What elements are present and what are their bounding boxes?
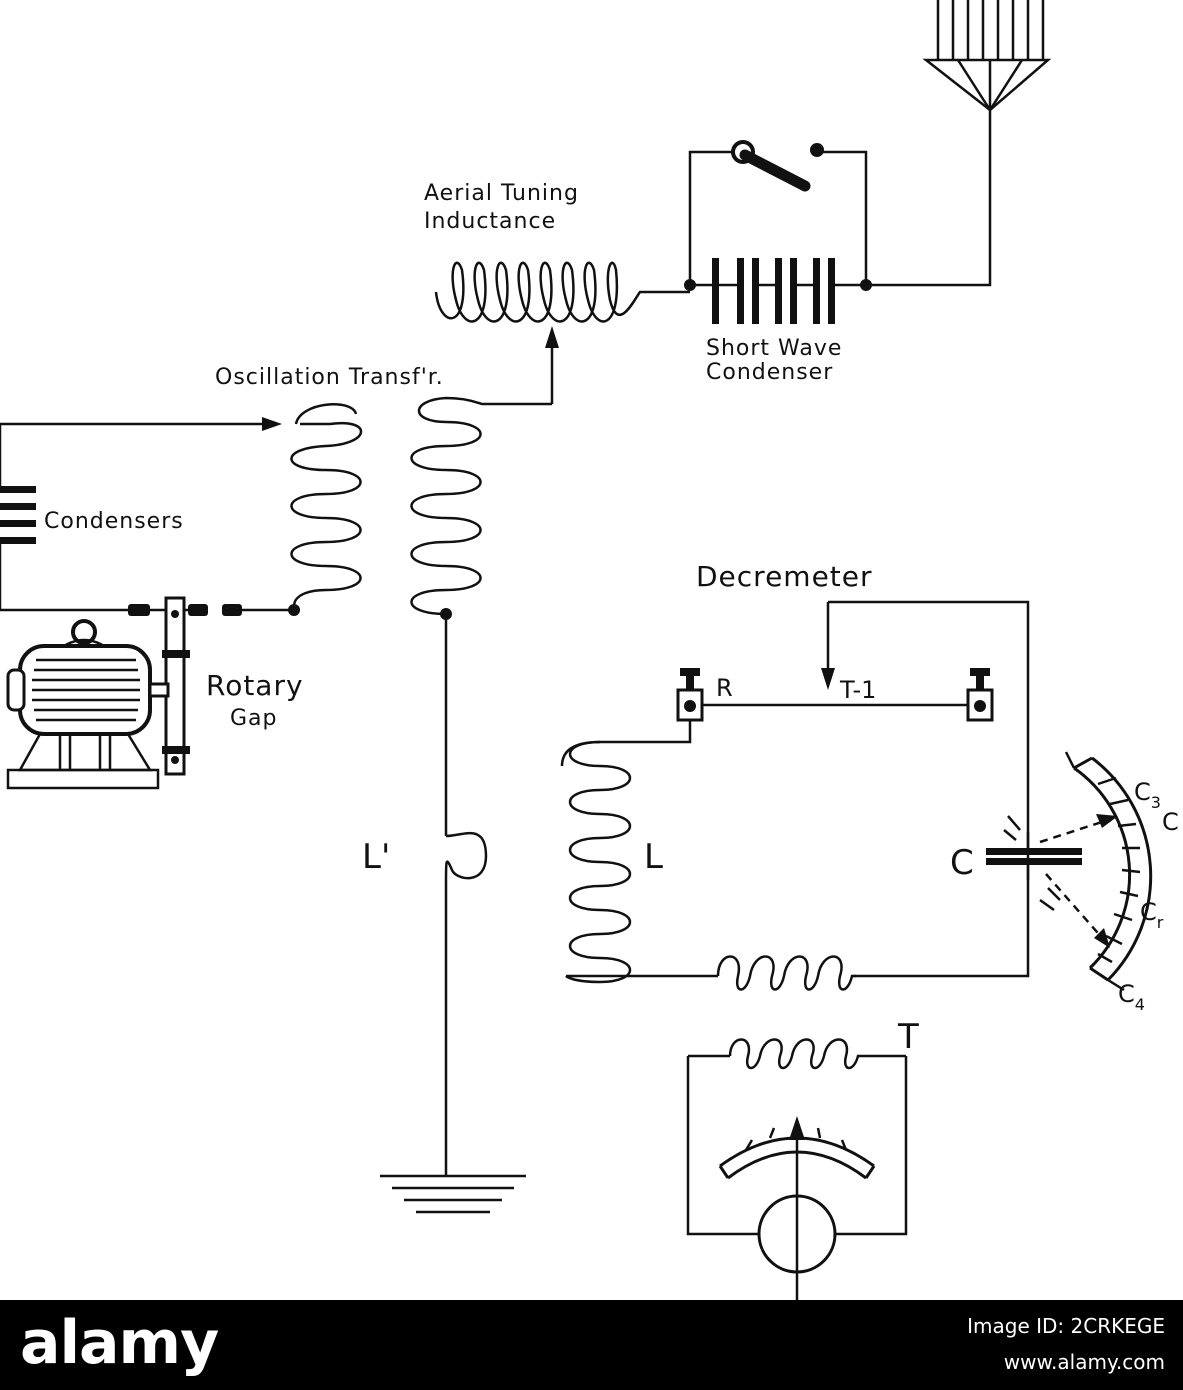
aerial-tuning-label-line1: Aerial Tuning bbox=[424, 181, 579, 206]
aerial-tuning-inductance: Aerial Tuning Inductance bbox=[424, 181, 690, 323]
aerial-tuning-label-line2: Inductance bbox=[424, 209, 556, 234]
decremeter-label: Decremeter bbox=[696, 560, 873, 593]
brand-logo: alamy bbox=[20, 1308, 219, 1378]
c-right-label: C bbox=[1162, 808, 1179, 836]
motor-symbol bbox=[6, 619, 170, 790]
r-label: R bbox=[716, 674, 733, 702]
watermark-footer: alamy Image ID: 2CRKEGE www.alamy.com bbox=[0, 1300, 1183, 1390]
c-label: C bbox=[950, 843, 974, 883]
condensers-bank: Condensers bbox=[0, 417, 282, 612]
c4-label: C4 bbox=[1118, 980, 1145, 1014]
l-prime-label: L' bbox=[362, 837, 390, 877]
circuit-diagram: Short Wave Condenser Aerial Tuning Induc… bbox=[0, 0, 1179, 1300]
oscillation-transformer: Oscillation Transf'r. bbox=[215, 326, 559, 620]
t-label: T bbox=[897, 1017, 919, 1057]
short-wave-condenser: Short Wave Condenser bbox=[684, 140, 872, 385]
rotary-gap-label-line1: Rotary bbox=[206, 669, 304, 702]
rotary-gap-label-line2: Gap bbox=[230, 706, 278, 731]
ground-lead: L' bbox=[362, 614, 526, 1214]
oscillation-transformer-label: Oscillation Transf'r. bbox=[215, 365, 444, 390]
c3-label: C3 bbox=[1134, 778, 1161, 812]
short-wave-label-line2: Condenser bbox=[706, 360, 833, 385]
decremeter: Decremeter R T-1 L bbox=[560, 560, 1179, 1014]
t1-label: T-1 bbox=[839, 676, 876, 704]
image-id-text: Image ID: 2CRKEGE bbox=[967, 1314, 1165, 1338]
site-url-text: www.alamy.com bbox=[1003, 1350, 1165, 1374]
meter-circuit: T bbox=[686, 1017, 919, 1300]
l-label: L bbox=[644, 837, 663, 877]
rotary-gap: Rotary Gap bbox=[128, 596, 304, 776]
condensers-label: Condensers bbox=[44, 509, 184, 534]
cr-label: Cr bbox=[1140, 898, 1164, 932]
short-wave-label-line1: Short Wave bbox=[706, 336, 842, 361]
antenna-symbol bbox=[866, 0, 1052, 287]
